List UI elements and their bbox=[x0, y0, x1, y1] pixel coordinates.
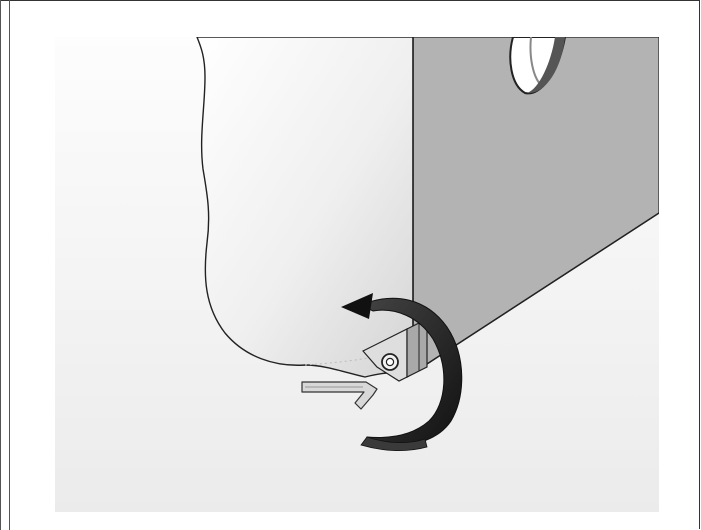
left-margin-rule bbox=[0, 0, 1, 530]
left-margin-rule-inner bbox=[9, 0, 10, 530]
illustration-panel bbox=[55, 37, 659, 512]
door-panel bbox=[197, 37, 413, 377]
adjustment-bolt-socket-icon bbox=[386, 358, 393, 365]
foot-adjustment-diagram bbox=[55, 37, 659, 512]
